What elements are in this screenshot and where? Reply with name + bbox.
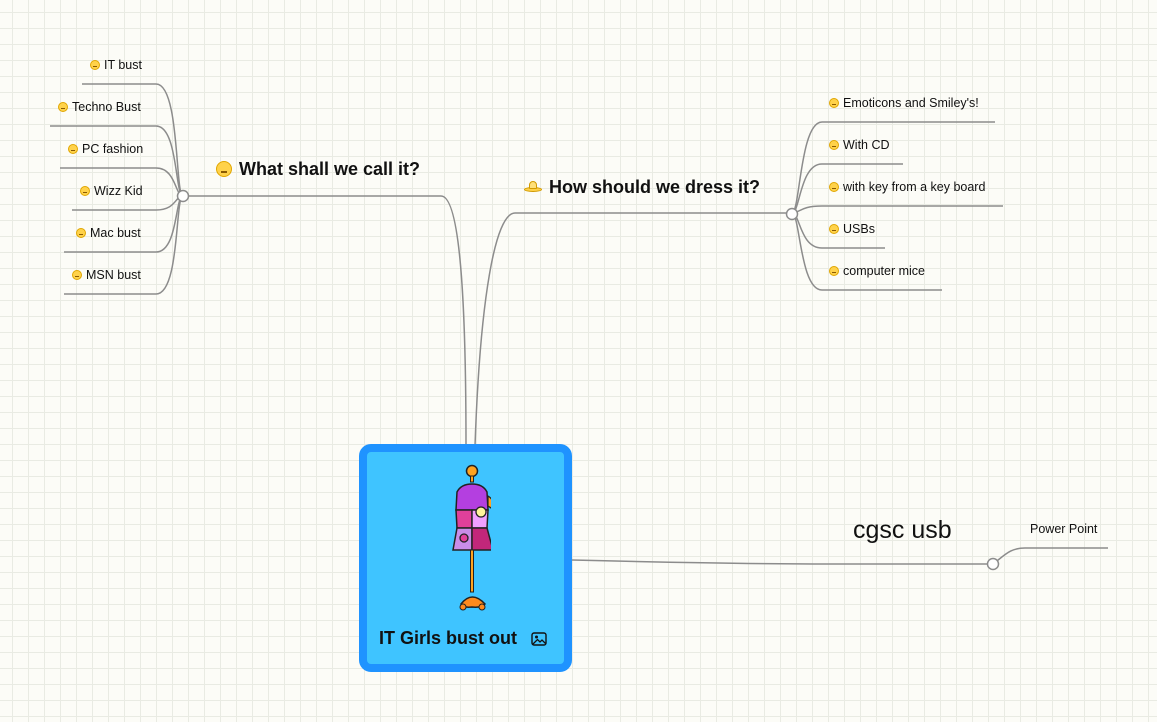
smiley-icon xyxy=(829,224,839,234)
subtopic-label: computer mice xyxy=(843,264,925,278)
subtopic-usbs[interactable]: USBs xyxy=(829,221,875,237)
smiley-icon xyxy=(829,266,839,276)
subtopic-with-cd[interactable]: With CD xyxy=(829,137,890,153)
subtopic-label: PC fashion xyxy=(82,142,143,156)
subtopic-keyboard-key[interactable]: with key from a key board xyxy=(829,179,985,195)
subtopic-power-point[interactable]: Power Point xyxy=(1030,521,1097,537)
central-topic-title: IT Girls bust out xyxy=(379,628,517,649)
subtopic-label: Wizz Kid xyxy=(94,184,143,198)
subtopic-label: Power Point xyxy=(1030,522,1097,536)
branch-topic-names[interactable]: What shall we call it? xyxy=(216,157,420,181)
subtopic-label: USBs xyxy=(843,222,875,236)
floating-topic[interactable]: cgsc usb xyxy=(853,515,952,545)
subtopic-label: MSN bust xyxy=(86,268,141,282)
central-topic[interactable]: IT Girls bust out xyxy=(359,444,572,672)
smiley-icon xyxy=(90,60,100,70)
subtopic-label: with key from a key board xyxy=(843,180,985,194)
subtopic-label: With CD xyxy=(843,138,890,152)
left-branch-collapse-handle[interactable] xyxy=(178,191,189,202)
branch-title: What shall we call it? xyxy=(239,159,420,180)
subtopic-techno-bust[interactable]: Techno Bust xyxy=(58,99,141,115)
subtopic-label: Techno Bust xyxy=(72,100,141,114)
floating-collapse-handle[interactable] xyxy=(988,559,999,570)
subtopic-it-bust[interactable]: IT bust xyxy=(90,57,142,73)
smiley-icon xyxy=(80,186,90,196)
subtopic-pc-fashion[interactable]: PC fashion xyxy=(68,141,143,157)
smiley-icon xyxy=(58,102,68,112)
subtopic-emoticons[interactable]: Emoticons and Smiley's! xyxy=(829,95,979,111)
smiley-icon xyxy=(72,270,82,280)
hat-icon xyxy=(524,181,542,193)
smiley-icon xyxy=(829,98,839,108)
smiley-icon xyxy=(216,161,232,177)
smiley-icon xyxy=(829,182,839,192)
dress-form-image xyxy=(441,462,491,612)
subtopic-label: IT bust xyxy=(104,58,142,72)
subtopic-msn-bust[interactable]: MSN bust xyxy=(72,267,141,283)
subtopic-mac-bust[interactable]: Mac bust xyxy=(76,225,141,241)
smiley-icon xyxy=(68,144,78,154)
smiley-icon xyxy=(829,140,839,150)
subtopic-computer-mice[interactable]: computer mice xyxy=(829,263,925,279)
floating-topic-title: cgsc usb xyxy=(853,516,952,545)
image-icon[interactable] xyxy=(531,632,547,646)
subtopic-label: Mac bust xyxy=(90,226,141,240)
branch-title: How should we dress it? xyxy=(549,177,760,198)
subtopic-label: Emoticons and Smiley's! xyxy=(843,96,979,110)
smiley-icon xyxy=(76,228,86,238)
right-branch-collapse-handle[interactable] xyxy=(787,209,798,220)
branch-topic-dress[interactable]: How should we dress it? xyxy=(524,175,760,199)
subtopic-wizz-kid[interactable]: Wizz Kid xyxy=(80,183,143,199)
